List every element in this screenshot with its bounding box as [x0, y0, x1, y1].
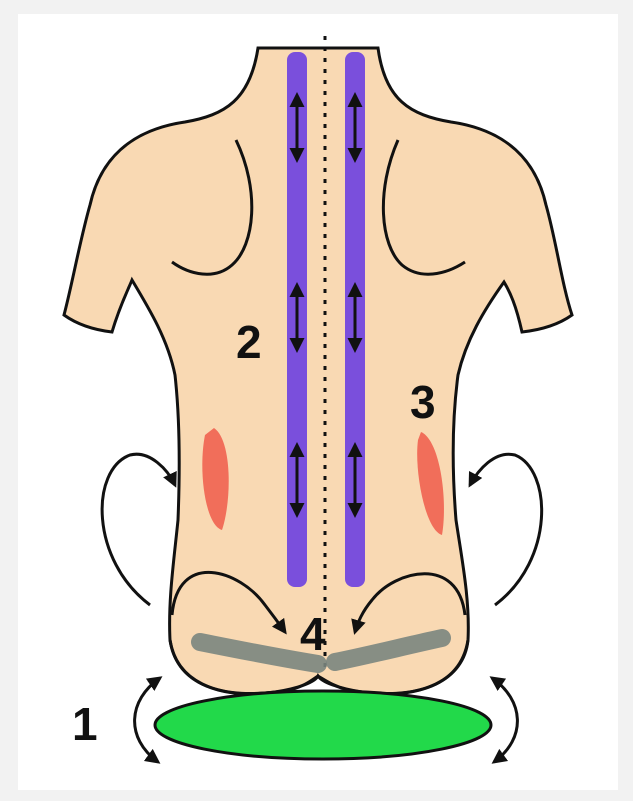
- label-4: 4: [300, 608, 326, 660]
- label-1: 1: [72, 698, 98, 750]
- label-2: 2: [236, 316, 262, 368]
- seat-cushion: [155, 691, 491, 759]
- label-3: 3: [410, 376, 436, 428]
